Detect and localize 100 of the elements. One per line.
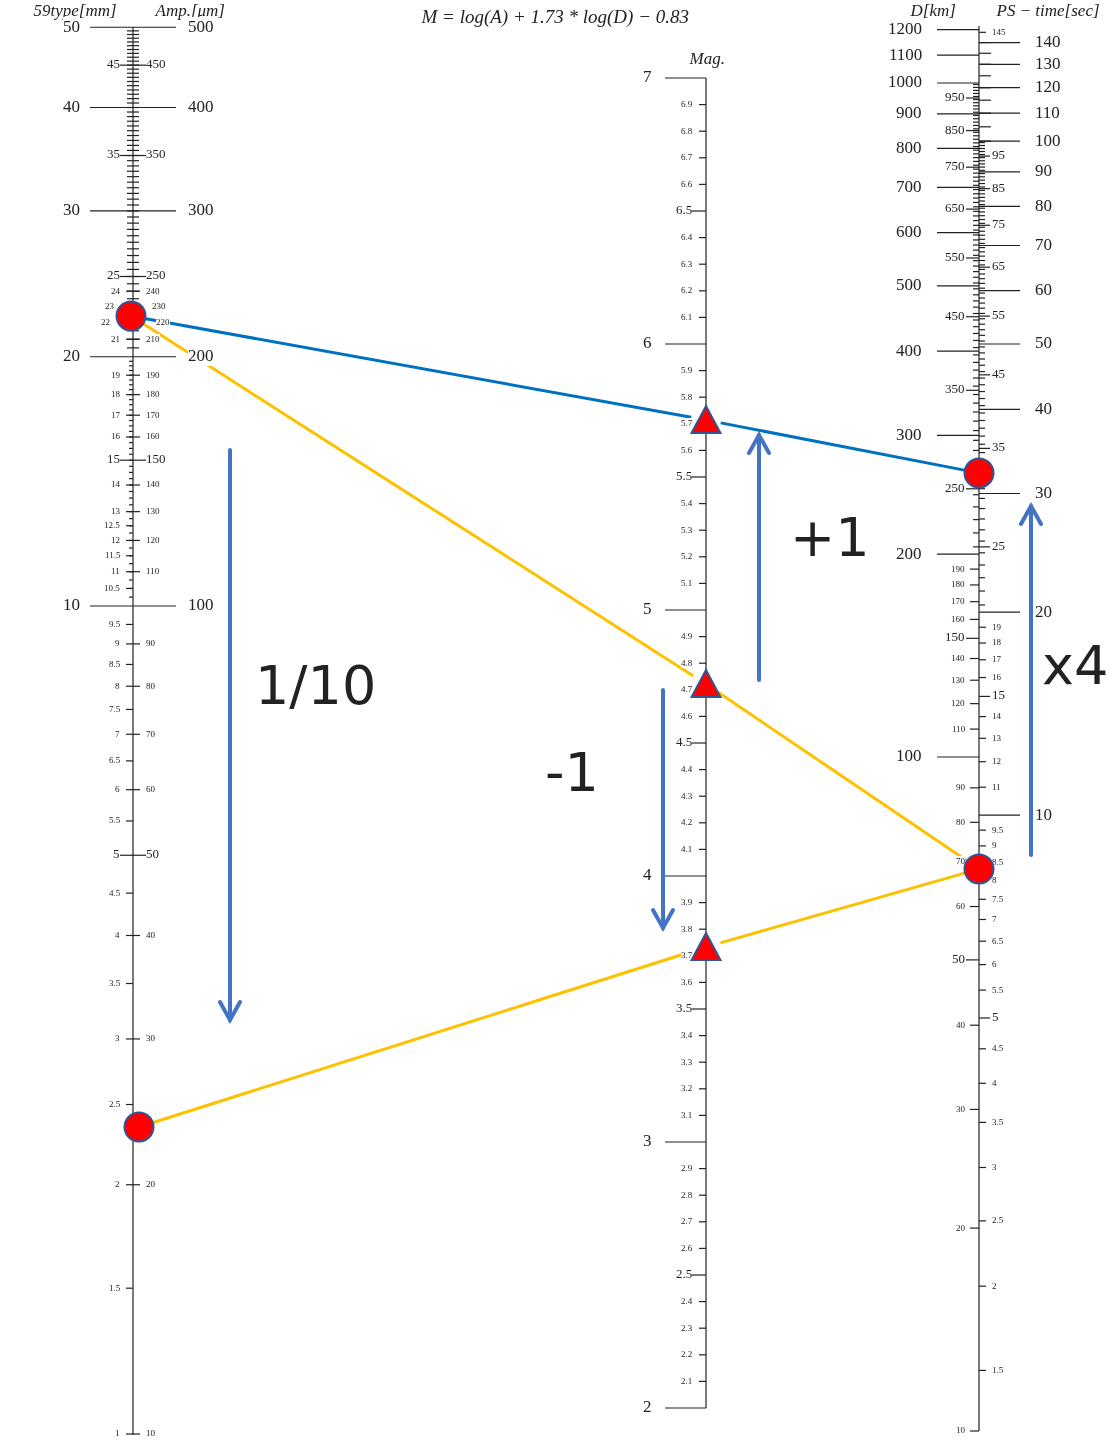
tick-label: 5.5: [109, 815, 121, 826]
tick-label: 70: [956, 855, 965, 867]
tick-label: 190: [146, 369, 160, 380]
axis-title: 59type[mm]: [33, 1, 117, 21]
tick-label: 3.9: [681, 897, 693, 908]
tick-label: 6.2: [681, 285, 693, 296]
tick-label: 10: [146, 1428, 155, 1439]
tick-label: 4.5: [992, 1043, 1004, 1054]
tick-label: 19: [111, 369, 120, 380]
tick-label: 40: [146, 929, 155, 941]
marker-triangle: [690, 668, 722, 700]
connector-line: [145, 317, 692, 419]
tick-label: 230: [152, 300, 166, 312]
tick-label: 23: [105, 300, 114, 312]
tick-label: 3.3: [681, 1056, 693, 1067]
tick-label: 30: [146, 1033, 155, 1044]
tick-label: 12: [992, 756, 1001, 767]
tick-label: 2.6: [681, 1242, 693, 1254]
tick-label: 12: [111, 534, 120, 546]
tick-label: 140: [146, 479, 160, 490]
tick-label: 1: [115, 1428, 120, 1439]
tick-label: 160: [146, 431, 160, 442]
tick-label: 9: [992, 840, 997, 851]
tick-label: 60: [146, 784, 155, 795]
marker-circle: [963, 457, 995, 489]
tick-label: 4: [115, 929, 120, 941]
tick-label: 6.3: [681, 258, 693, 269]
tick-label: 6.8: [681, 125, 693, 136]
tick-label: 145: [992, 26, 1006, 38]
tick-label: 9.5: [992, 824, 1004, 835]
tick-label: 5.8: [681, 391, 693, 402]
tick-label: 6.6: [681, 178, 693, 190]
tick-label: 3.5: [109, 977, 121, 989]
tick-label: 3.5: [992, 1116, 1004, 1128]
tick-label: 17: [992, 654, 1001, 665]
tick-label: 5.3: [681, 524, 693, 535]
tick-label: 6.5: [992, 935, 1004, 946]
marker-triangle: [690, 931, 722, 963]
tick-label: 220: [156, 316, 170, 328]
tick-label: 4: [992, 1077, 997, 1089]
tick-label: 18: [111, 389, 120, 400]
tick-label: 190: [951, 563, 965, 574]
connector-line: [717, 691, 968, 862]
tick-label: 7.5: [992, 893, 1004, 905]
connector-line: [142, 322, 695, 678]
tick-label: 12.5: [104, 520, 120, 531]
tick-label: 2.5: [109, 1098, 121, 1110]
tick-label: 1.5: [992, 1364, 1004, 1376]
tick-label: 5.5: [992, 984, 1004, 995]
tick-label: 7: [115, 728, 120, 739]
tick-label: 3.7: [681, 950, 693, 961]
tick-label: 17: [111, 409, 120, 420]
tick-label: 18: [992, 637, 1001, 648]
tick-label: 5.9: [681, 365, 693, 376]
tick-label: 3.1: [681, 1109, 693, 1121]
tick-label: 16: [992, 671, 1001, 683]
tick-label: 8: [115, 680, 120, 691]
tick-label: 2.4: [681, 1296, 693, 1307]
tick-label: 21: [111, 333, 120, 344]
tick-label: 11: [992, 781, 1001, 792]
tick-label: 80: [956, 816, 965, 828]
tick-label: 170: [951, 596, 965, 607]
tick-label: 5.4: [681, 498, 693, 509]
tick-label: 30: [956, 1103, 965, 1115]
tick-label: 4.4: [681, 764, 693, 775]
tick-label: 6.5: [109, 755, 121, 766]
tick-label: 7: [992, 913, 997, 925]
tick-label: 240: [146, 285, 160, 296]
tick-label: 110: [146, 566, 160, 577]
formula-title: M = log(A) + 1.73 * log(D) − 0.83: [421, 6, 689, 29]
tick-label: 10.5: [104, 582, 120, 594]
tick-label: 14: [992, 711, 1001, 722]
tick-label: 3: [992, 1161, 997, 1173]
tick-label: 5.7: [681, 418, 693, 429]
tick-label: 6: [115, 784, 120, 795]
tick-label: 3.8: [681, 923, 693, 934]
tick-label: 14: [111, 479, 120, 490]
tick-label: 70: [146, 728, 155, 739]
tick-label: 2.7: [681, 1216, 693, 1227]
tick-label: 90: [146, 638, 155, 649]
tick-label: 3.4: [681, 1030, 693, 1041]
tick-label: 4.3: [681, 790, 693, 801]
tick-label: 120: [951, 698, 965, 709]
tick-label: 7.5: [109, 703, 121, 715]
tick-label: 80: [146, 680, 155, 691]
tick-label: 19: [992, 621, 1001, 632]
tick-label: 5.1: [681, 577, 693, 589]
tick-label: 4.6: [681, 710, 693, 722]
tick-label: 40: [956, 1019, 965, 1030]
tick-label: 20: [956, 1222, 965, 1233]
tick-label: 130: [146, 506, 160, 517]
axis-title: D[km]: [910, 1, 956, 21]
tick-label: 9: [115, 638, 120, 649]
tick-label: 4.2: [681, 817, 693, 828]
tick-label: 9.5: [109, 618, 121, 630]
tick-label: 2.2: [681, 1349, 693, 1360]
axis-title: Amp.[μm]: [155, 1, 225, 21]
tick-label: 120: [146, 534, 160, 546]
tick-label: 6.7: [681, 152, 693, 163]
tick-label: 170: [146, 409, 160, 420]
